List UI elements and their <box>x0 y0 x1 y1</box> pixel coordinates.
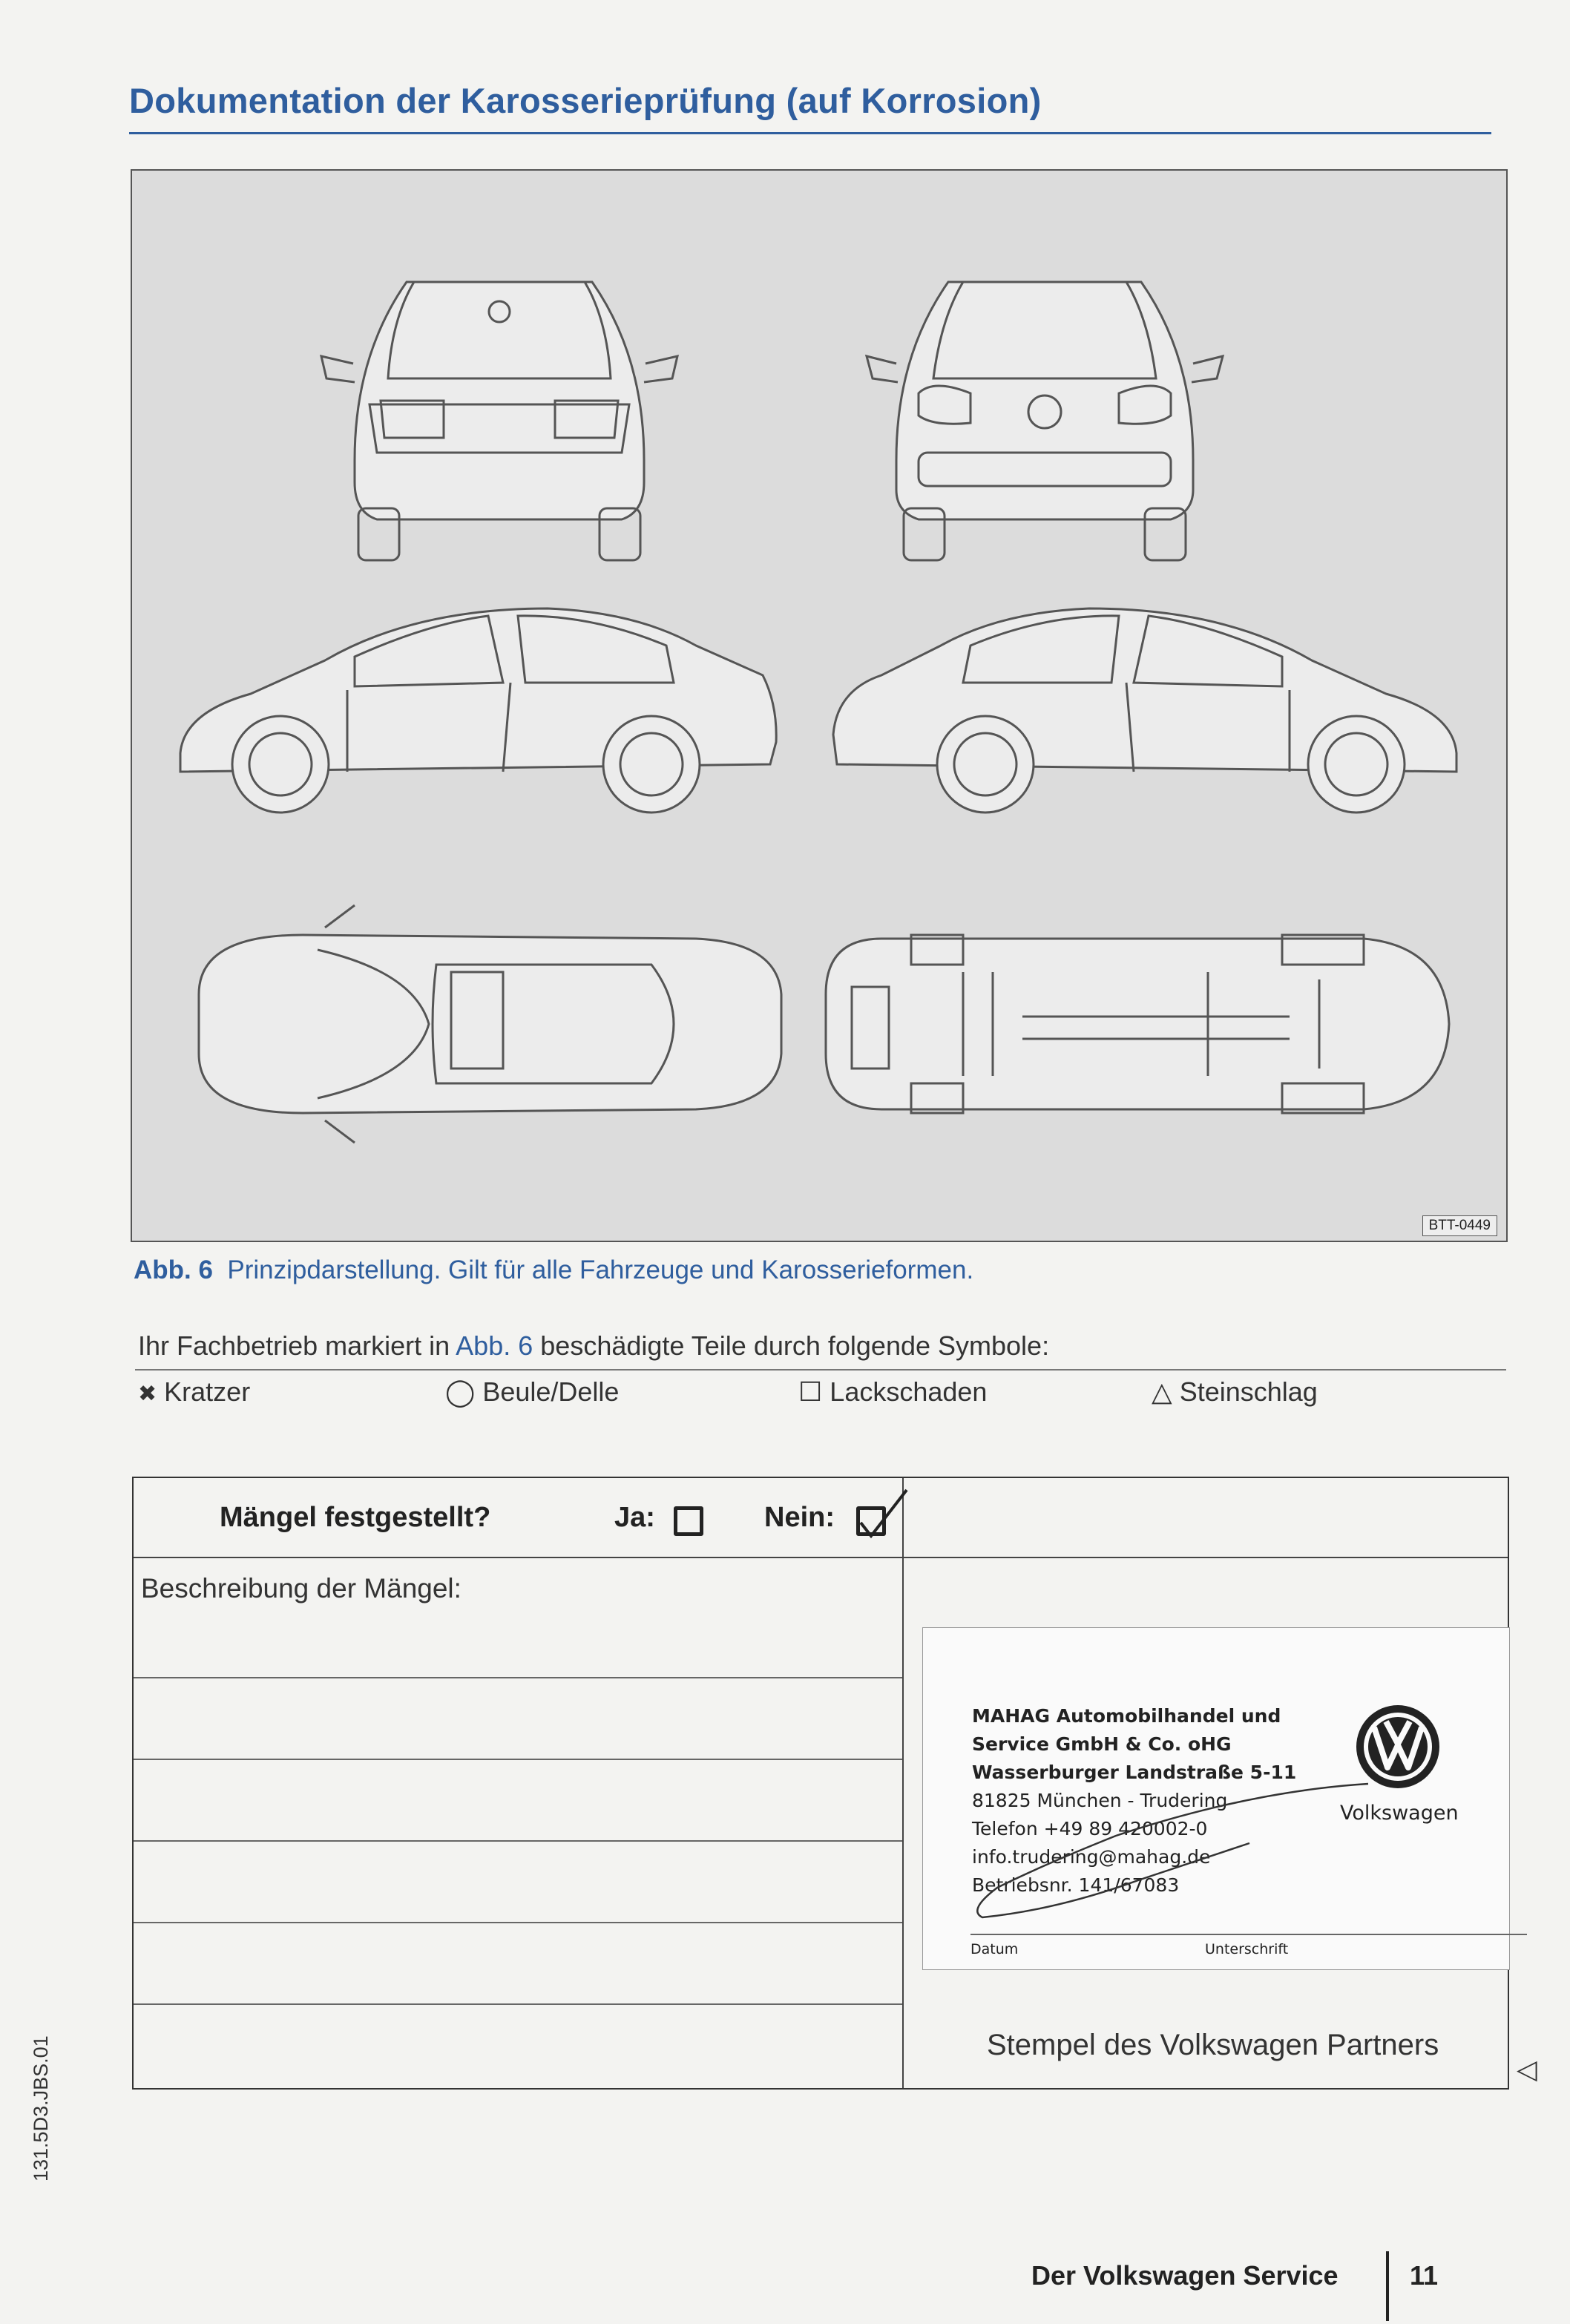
signature-line <box>970 1934 1527 1935</box>
stamp-caption: Stempel des Volkswagen Partners <box>987 2029 1439 2061</box>
car-underbody-view <box>824 933 1451 1115</box>
legend-item-beule: ◯ Beule/Delle <box>445 1376 619 1408</box>
paint-damage-square-icon: ☐ <box>798 1376 823 1407</box>
car-front-view <box>864 280 1225 562</box>
car-side-view-left <box>179 607 778 814</box>
car-diagram-figure: BTT-0449 <box>131 169 1508 1242</box>
caption-text: Prinzipdarstellung. Gilt für alle Fahrze… <box>227 1255 974 1284</box>
stamp-line-6: info.trudering@mahag.de <box>972 1846 1211 1868</box>
legend-label: Steinschlag <box>1179 1376 1318 1407</box>
legend-intro-before: Ihr Fachbetrieb markiert in <box>138 1330 450 1361</box>
legend-intro-after: beschädigte Teile durch folgende Symbole… <box>540 1330 1050 1361</box>
description-line-2 <box>134 1759 902 1760</box>
stamp-line-5: Telefon +49 89 420002-0 <box>972 1818 1208 1839</box>
figure-code: BTT-0449 <box>1422 1215 1497 1236</box>
dent-circle-icon: ◯ <box>445 1376 476 1407</box>
dealer-stamp: MAHAG Automobilhandel und Service GmbH &… <box>922 1627 1527 1970</box>
legend-item-lackschaden: ☐ Lackschaden <box>798 1376 987 1408</box>
scratch-x-icon: ✖ <box>138 1382 157 1406</box>
footer-section-title: Der Volkswagen Service <box>1031 2260 1339 2291</box>
stamp-line-2: Service GmbH & Co. oHG <box>972 1733 1232 1755</box>
legend-label: Beule/Delle <box>482 1376 620 1407</box>
yes-label: Ja: <box>614 1502 655 1533</box>
signature-scribble <box>976 1782 1369 1919</box>
car-top-view <box>197 904 783 1144</box>
car-diagram-drawing <box>179 280 1458 1144</box>
signature-label: Unterschrift <box>1205 1941 1289 1957</box>
description-line-3 <box>134 1840 902 1842</box>
car-side-view-right <box>832 607 1458 814</box>
page-title: Dokumentation der Karosserieprüfung (auf… <box>129 81 1042 120</box>
stone-chip-triangle-icon: △ <box>1152 1376 1172 1407</box>
stamp-line-3: Wasserburger Landstraße 5-11 <box>972 1762 1297 1783</box>
legend-divider <box>135 1369 1506 1371</box>
defects-form-table: Mängel festgestellt? Ja: Nein: Beschreib… <box>132 1477 1509 2090</box>
yes-checkbox[interactable] <box>674 1506 703 1536</box>
description-line-4 <box>134 1922 902 1923</box>
table-column-divider <box>902 1478 904 2088</box>
checkmark-icon <box>859 1488 908 1539</box>
legend-item-steinschlag: △ Steinschlag <box>1152 1376 1318 1408</box>
stamp-brand: Volkswagen <box>1340 1802 1459 1825</box>
description-label: Beschreibung der Mängel: <box>141 1573 462 1604</box>
title-underline <box>129 132 1491 134</box>
stamp-line-1: MAHAG Automobilhandel und <box>972 1705 1281 1727</box>
vw-logo-icon <box>1356 1705 1439 1788</box>
legend-item-kratzer: ✖ Kratzer <box>138 1376 250 1408</box>
table-header-divider <box>134 1557 1508 1558</box>
defects-question: Mängel festgestellt? <box>220 1502 491 1533</box>
caption-label: Abb. 6 <box>134 1255 213 1284</box>
car-rear-view <box>319 280 680 562</box>
stamp-line-4: 81825 München - Trudering <box>972 1790 1228 1811</box>
legend-intro-ref: Abb. 6 <box>456 1330 533 1361</box>
description-line-1 <box>134 1677 902 1678</box>
page-number: 11 <box>1410 2260 1439 2291</box>
document-side-code: 131.5D3.JBS.01 <box>30 2035 52 2182</box>
figure-caption: Abb. 6 Prinzipdarstellung. Gilt für alle… <box>134 1255 973 1285</box>
legend-intro: Ihr Fachbetrieb markiert in Abb. 6 besch… <box>138 1330 1049 1362</box>
legend-label: Kratzer <box>164 1376 251 1407</box>
date-label: Datum <box>970 1941 1019 1957</box>
next-page-arrow-icon: ◁ <box>1517 2054 1537 2084</box>
no-label: Nein: <box>764 1502 835 1533</box>
legend-label: Lackschaden <box>830 1376 988 1407</box>
description-line-5 <box>134 2003 902 2005</box>
footer-divider <box>1386 2251 1389 2321</box>
